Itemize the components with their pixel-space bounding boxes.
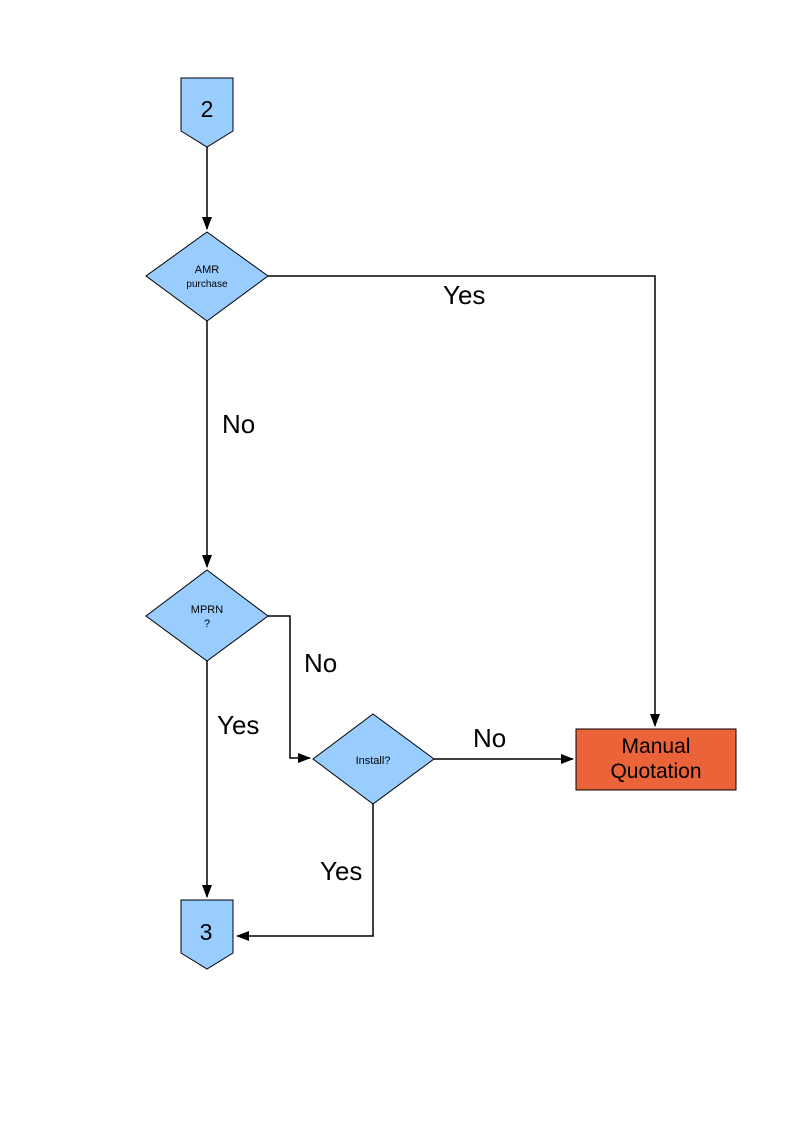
edge-label-mprn-yes: Yes [217,710,259,740]
edge-label-install-yes: Yes [320,856,362,886]
node-connector-2-label: 2 [201,96,214,122]
edge-mprn-no [268,615,311,763]
edge-amr-yes [268,275,660,727]
node-mprn-line2: ? [204,618,210,630]
node-install-label: Install? [356,755,391,767]
node-manual-quotation-line2: Quotation [610,760,701,783]
edge-label-amr-no: No [222,409,255,439]
node-decision-mprn [145,569,269,662]
edge-label-mprn-no: No [304,648,337,678]
node-decision-amr-purchase [145,231,269,322]
node-connector-3 [180,899,234,970]
node-amr-line2: purchase [186,279,228,290]
node-connector-2 [180,77,234,148]
node-mprn-line1: MPRN [191,604,223,616]
node-decision-install [312,713,435,805]
edge-label-install-no: No [473,723,506,753]
node-manual-quotation [575,728,737,791]
node-connector-3-label: 3 [200,919,213,945]
node-amr-line1: AMR [195,264,220,276]
node-manual-quotation-line1: Manual [622,735,691,758]
edge-label-amr-yes: Yes [443,280,485,310]
edge-install-yes [236,804,374,941]
